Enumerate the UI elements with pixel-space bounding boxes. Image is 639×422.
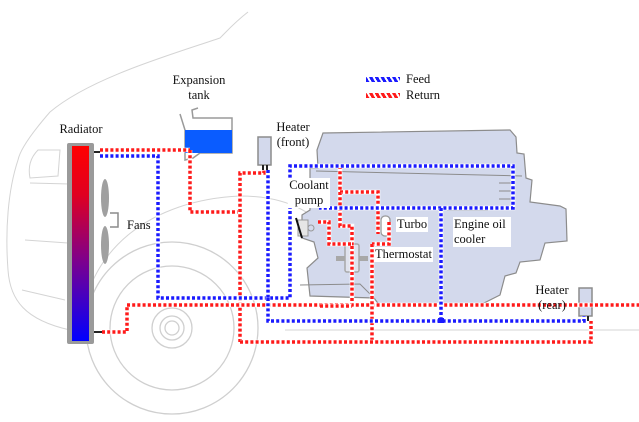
- car-wheel-arch: [81, 195, 341, 321]
- legend-item-feed: Feed: [366, 72, 430, 87]
- heater-front-body: [257, 136, 272, 166]
- heater-front-port-a: [262, 165, 264, 170]
- engine-body: [301, 129, 568, 307]
- legend-feed-swatch: [366, 77, 400, 82]
- return-tank-down-base: [187, 150, 240, 215]
- pump-belt: [295, 217, 303, 239]
- legend-return-swatch: [366, 93, 400, 98]
- heater-rear-label-line2: (rear): [538, 298, 566, 312]
- legend-item-return: Return: [366, 88, 440, 103]
- engine-block: [299, 129, 568, 307]
- legend-feed-label: Feed: [406, 72, 431, 86]
- heater-rear-label: Heater (rear): [532, 283, 572, 313]
- car-front-bumper: [6, 159, 83, 333]
- car-grille-line: [21, 182, 71, 301]
- tank-coolant-level: [185, 130, 232, 153]
- car-headlight: [28, 149, 61, 179]
- heater-front-port-b: [266, 165, 268, 170]
- engine-oil-cooler-label: Engine oil cooler: [453, 217, 511, 247]
- heater-rear-label-line1: Heater: [535, 283, 569, 297]
- coolant-pump-label-line2: pump: [294, 193, 324, 207]
- radiator-label: Radiator: [59, 122, 103, 136]
- return-front-heater-loop: [238, 170, 266, 342]
- return-lower-long-base: [240, 321, 594, 345]
- return-pump-branch: [318, 220, 352, 246]
- fan-blade-lower: [101, 226, 109, 264]
- expansion-tank-label: Expansion tank: [168, 73, 230, 103]
- heater-rear-port-b: [587, 316, 589, 321]
- radiator: [67, 143, 102, 344]
- engine-head-line: [315, 170, 523, 177]
- engine-sump-line: [299, 283, 373, 297]
- return-lower-long: [240, 321, 593, 344]
- heater-rear-body: [578, 287, 593, 317]
- expansion-tank-label-line1: Expansion: [172, 73, 226, 87]
- expansion-tank: [179, 107, 233, 161]
- fans: [101, 179, 119, 264]
- pipes: [100, 147, 639, 345]
- front-wheel: [85, 241, 259, 415]
- return-engine-upper: [338, 166, 380, 234]
- coolant-pump: [295, 217, 315, 239]
- return-turbo-to-thermo: [372, 222, 391, 246]
- engine-oil-cooler-label-line1: Engine oil: [454, 217, 506, 231]
- feed-lower-to-rear-heater: [266, 298, 586, 323]
- heater-front-label: Heater (front): [272, 120, 314, 150]
- radiator-core: [72, 146, 89, 341]
- expansion-tank-label-line2: tank: [188, 88, 210, 102]
- return-to-radiator-bottom: [102, 303, 639, 334]
- feed-radiator-top: [100, 154, 515, 300]
- turbo-label: Turbo: [396, 217, 429, 232]
- car-hood-line: [17, 11, 249, 161]
- thermostat-label: Thermostat: [374, 247, 433, 262]
- fans-label: Fans: [127, 218, 151, 232]
- coolant-pump-label: Coolant pump: [288, 178, 330, 208]
- heater-front: [257, 136, 272, 170]
- heater-front-label-line2: (front): [276, 135, 310, 149]
- legend-return-label: Return: [406, 88, 441, 102]
- fan-blade-upper: [101, 179, 109, 217]
- coolant-pump-label-line1: Coolant: [289, 178, 329, 192]
- return-tank-down: [188, 150, 240, 214]
- engine-vanes: [499, 182, 512, 200]
- fans-bracket: [110, 212, 119, 228]
- feed-junction-marker: [438, 318, 444, 323]
- heater-front-label-line1: Heater: [276, 120, 310, 134]
- engine-oil-cooler-label-line2: cooler: [454, 232, 486, 246]
- pump-pulley: [307, 224, 315, 232]
